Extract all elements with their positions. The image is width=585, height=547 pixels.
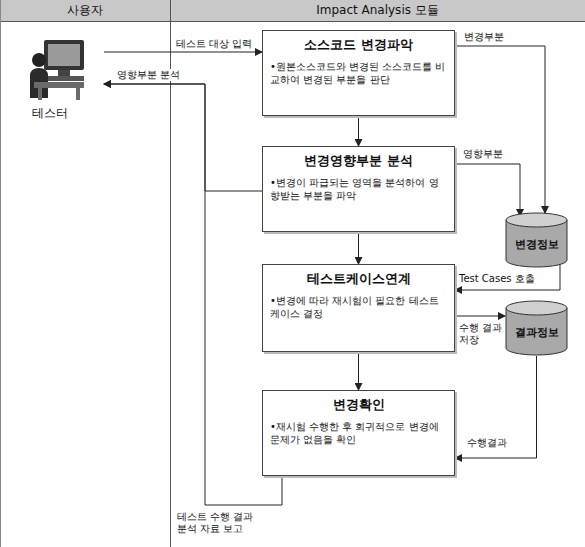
- box-title: 소스코드 변경파악: [270, 36, 447, 53]
- box-title: 변경확인: [270, 396, 447, 413]
- monitor-screen: [48, 44, 80, 66]
- box-body: •변경에 따라 재시험이 필요한 테스트케이스 결정: [270, 294, 447, 320]
- actor-node: 테스터: [28, 36, 104, 121]
- edge-label: 수행 결과 저장: [458, 322, 504, 346]
- box-body: •재시험 수행한 후 회귀적으로 변경에 문제가 없음을 확인: [270, 420, 447, 446]
- edge-label: 테스트 수행 결과 분석 자료 보고: [176, 511, 264, 535]
- process-box: 변경확인 •재시험 수행한 후 회귀적으로 변경에 문제가 없음을 확인: [262, 390, 455, 476]
- box-title: 테스트케이스연계: [270, 270, 447, 287]
- flow-arrow: [358, 232, 359, 264]
- header-rule: [0, 21, 585, 22]
- desk-leg: [76, 88, 80, 100]
- edge-label: 변경부분: [463, 31, 505, 43]
- column-header: Impact Analysis 모듈: [170, 2, 585, 18]
- cylinder-top: [506, 301, 567, 315]
- edge-label: 영향부분: [462, 148, 504, 160]
- desk-leg: [38, 88, 42, 100]
- node-text: 테스터: [28, 106, 104, 121]
- node-text: 결과정보: [515, 326, 559, 339]
- edge-label: Test Cases 호출: [458, 273, 536, 285]
- box-title: 변경영향부분 분석: [270, 152, 447, 169]
- flow-arrow: [104, 84, 262, 191]
- flow-arrow: [104, 84, 282, 505]
- process-box: 변경영향부분 분석 •변경이 파급되는 영역을 분석하여 영향받는 부분을 파악: [262, 146, 455, 232]
- flow-arrow: [455, 356, 537, 458]
- database-node: 변경정보: [505, 212, 568, 268]
- cylinder-top: [506, 213, 567, 227]
- process-box: 소스코드 변경파악 •원본소스코드와 변경된 소스코드를 비교하여 변경된 부분을…: [262, 30, 455, 116]
- box-body: •원본소스코드와 변경된 소스코드를 비교하여 변경된 부분을 판단: [270, 60, 447, 86]
- flow-arrow: [455, 316, 505, 317]
- header-fill: [0, 0, 585, 21]
- flow-arrow: [455, 46, 545, 213]
- column-divider: [170, 0, 171, 547]
- flow-arrow: [455, 164, 520, 216]
- tester-icon: [28, 36, 90, 102]
- flow-arrow: [358, 116, 359, 146]
- monitor: [44, 40, 84, 70]
- box-body: •변경이 파급되는 영역을 분석하여 영향받는 부분을 파악: [270, 176, 447, 202]
- flow-arrow: [104, 52, 262, 53]
- keyboard: [48, 76, 84, 81]
- edge-label: 영향부분 분석: [116, 69, 181, 81]
- monitor-stand: [58, 70, 70, 76]
- database-node: 결과정보: [505, 300, 568, 356]
- node-text: 변경정보: [515, 238, 559, 251]
- flow-arrow: [358, 352, 359, 390]
- person-head: [32, 53, 46, 67]
- desk: [34, 82, 84, 88]
- edge-label: 테스트 대상 입력: [175, 38, 253, 50]
- frame-edge: [0, 0, 1, 547]
- column-header: 사용자: [0, 2, 170, 18]
- flow-arrow: [455, 265, 560, 290]
- edge-label: 수행결과: [466, 437, 508, 449]
- process-box: 테스트케이스연계 •변경에 따라 재시험이 필요한 테스트케이스 결정: [262, 264, 455, 352]
